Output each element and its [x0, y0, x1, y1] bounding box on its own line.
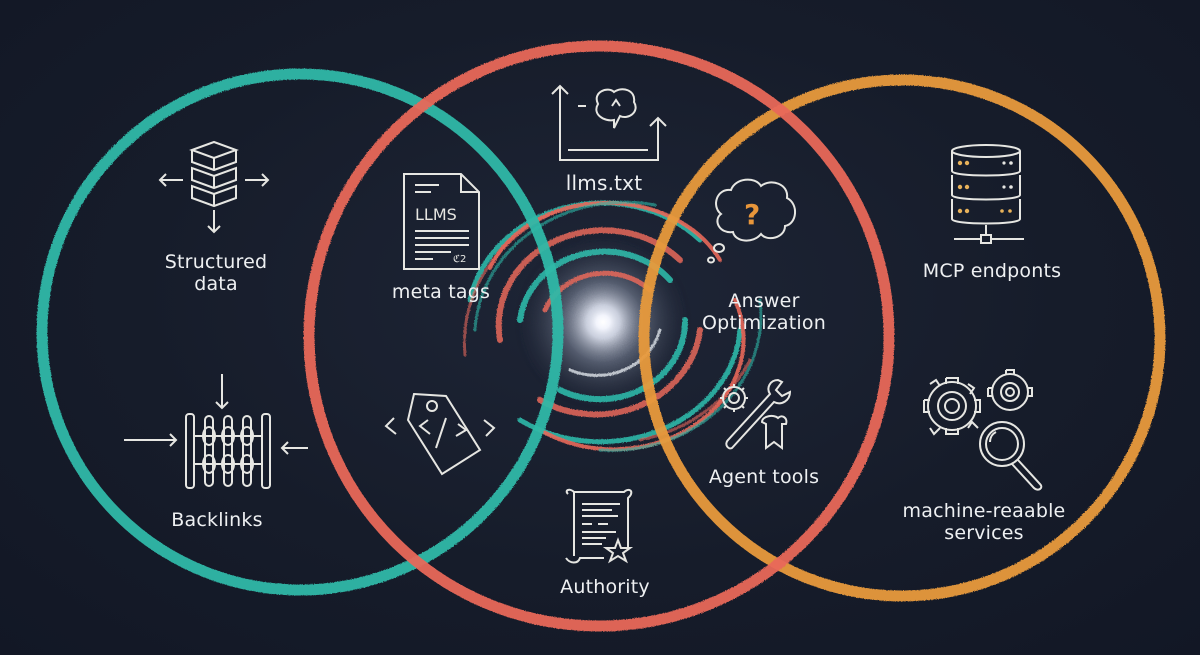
label-line: services [944, 522, 1024, 544]
label-line: data [194, 273, 238, 295]
circle-left-teal [36, 68, 564, 596]
code-tag-icon [384, 388, 496, 482]
label-machine-readable-services: machine-reaable services [903, 500, 1066, 544]
server-stack-icon [950, 143, 1030, 252]
certificate-scroll-icon [562, 488, 642, 572]
label-line: Structured [164, 251, 268, 273]
label-meta-tags: meta tags [391, 281, 491, 303]
llms-document-icon: LLMS ℭ2 [403, 173, 483, 277]
wrench-gear-badge-icon [716, 376, 796, 460]
label-backlinks: Backlinks [171, 509, 263, 531]
circle-center-red [303, 40, 895, 632]
label-line: Answer [728, 290, 800, 312]
svg-text:LLMS: LLMS [415, 205, 457, 224]
label-structured-data: Structured data [165, 251, 267, 295]
svg-text:?: ? [744, 198, 760, 231]
svg-text:ℭ2: ℭ2 [453, 254, 466, 265]
label-authority: Authority [560, 576, 650, 598]
label-agent-tools: Agent tools [708, 466, 820, 488]
label-answer-optimization: Answer Optimization [702, 290, 826, 334]
stacked-cubes-icon [150, 136, 275, 240]
label-line: Optimization [702, 312, 826, 334]
label-line: machine-reaable [902, 500, 1066, 522]
label-mcp-endpoints: MCP endponts [922, 260, 1062, 282]
gears-magnifier-icon [916, 366, 1056, 500]
label-llms-txt: llms.txt [565, 171, 643, 195]
brain-growth-chart-icon [548, 82, 667, 166]
thought-bubble-question-icon: ? [707, 176, 802, 275]
chain-rack-icon [122, 372, 312, 496]
circle-right-orange [638, 74, 1166, 602]
